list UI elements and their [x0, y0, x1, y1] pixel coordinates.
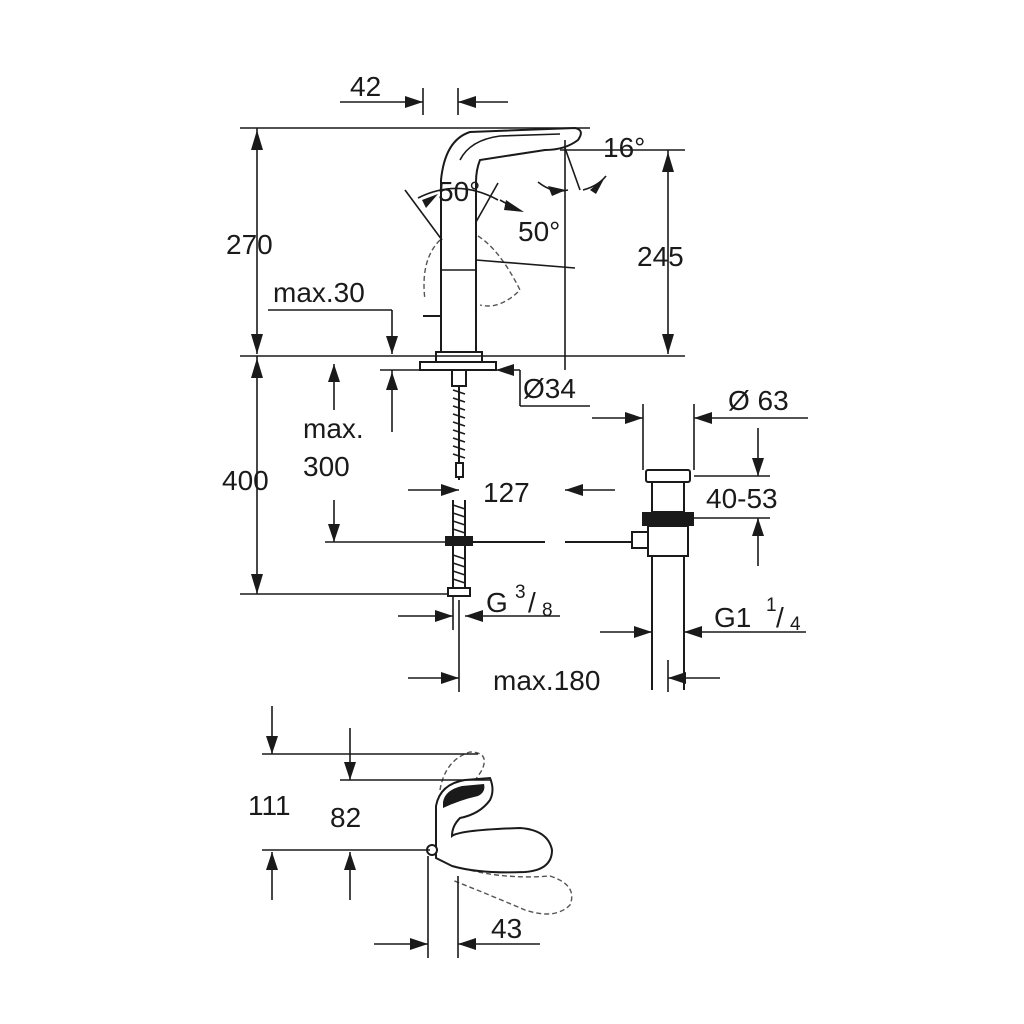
dim-max-180: max.180 — [493, 665, 600, 696]
dim-angle-50-swing: 50° — [518, 216, 560, 247]
faucet-front-view — [419, 126, 582, 597]
dim-400: 400 — [222, 465, 269, 496]
base-plate — [435, 351, 483, 363]
dim-angle-50-lever: 50° — [438, 176, 480, 207]
dim-max-30: max.30 — [273, 277, 365, 308]
dim-40-53: 40-53 — [706, 483, 778, 514]
dim-g-3-8: G 3 / 8 — [486, 582, 553, 621]
waste-body-mid — [647, 525, 689, 557]
waste-flange — [645, 469, 691, 483]
dim-82: 82 — [330, 802, 361, 833]
dim-angle-16: 16° — [603, 132, 645, 163]
faucet-side-view — [426, 751, 573, 915]
svg-text:G1: G1 — [714, 602, 751, 633]
dim-43: 43 — [491, 913, 522, 944]
dim-dia-34: Ø34 — [523, 373, 576, 404]
side-lever-ghost-down — [451, 865, 573, 915]
dim-127: 127 — [483, 477, 530, 508]
dim-g-1-1-4: G1 1 / 4 — [714, 595, 801, 635]
svg-text:/: / — [528, 587, 536, 618]
spout-inner-curve — [459, 133, 561, 161]
base-washer — [419, 361, 497, 371]
hose-thread — [452, 504, 466, 584]
dim-111: 111 — [248, 790, 291, 821]
shank-nut — [455, 462, 464, 478]
svg-text:/: / — [776, 602, 784, 633]
side-dimension-lines — [262, 706, 540, 958]
dimension-labels: 42 16° 50° 50° 270 245 max.30 Ø34 Ø 63 m… — [222, 71, 801, 944]
dim-max-300-line1: max. — [303, 413, 364, 444]
svg-text:3: 3 — [515, 582, 526, 603]
front-dimension-lines — [240, 88, 808, 692]
hose-end — [447, 587, 471, 597]
faucet-body — [440, 126, 582, 356]
popup-waste — [470, 469, 694, 690]
side-lever — [435, 776, 554, 874]
dim-245: 245 — [637, 241, 684, 272]
dim-dia-63: Ø 63 — [728, 385, 789, 416]
svg-text:8: 8 — [542, 600, 553, 621]
waste-body-top — [651, 481, 685, 513]
dim-270: 270 — [226, 229, 273, 260]
waste-locknut — [642, 512, 694, 526]
lever-ghost-right — [477, 235, 521, 307]
svg-text:G: G — [486, 587, 508, 618]
svg-text:4: 4 — [790, 614, 801, 635]
dim-max-300-line2: 300 — [303, 451, 350, 482]
svg-text:1: 1 — [766, 595, 777, 616]
waste-side-port — [631, 531, 649, 549]
lever-ghost-left — [423, 239, 441, 301]
dim-42: 42 — [350, 71, 381, 102]
hose-clamp — [445, 536, 473, 546]
shank-top — [451, 369, 467, 387]
side-lever-cap — [443, 784, 485, 808]
shank-thread — [452, 389, 466, 459]
